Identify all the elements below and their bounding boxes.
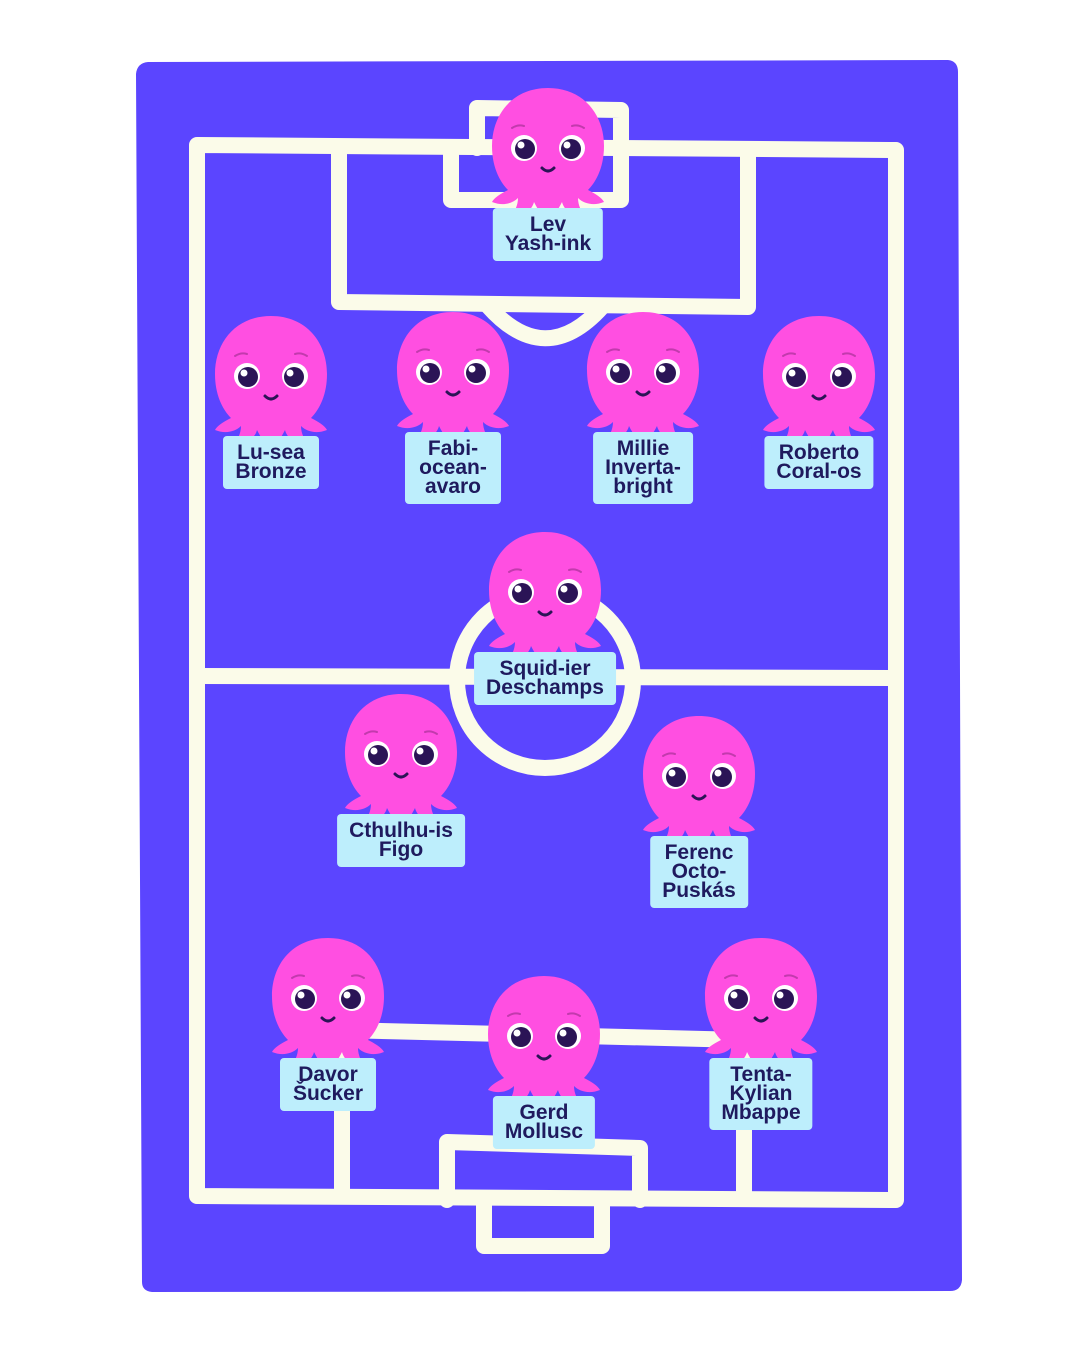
player-name-line: Roberto xyxy=(778,441,860,464)
player-name-line: Deschamps xyxy=(486,676,604,699)
player-name-line: Ferenc xyxy=(664,841,734,864)
player-name-line: Coral-os xyxy=(776,460,862,483)
player-name-line: Gerd xyxy=(519,1101,569,1124)
octopus-icon xyxy=(343,692,459,826)
octopus-icon xyxy=(761,314,877,448)
player-name-card: Ferenc Octo- Puskás xyxy=(650,836,748,908)
player-name-line: Tenta- xyxy=(730,1063,792,1086)
player-name-card: Davor Šucker xyxy=(280,1058,376,1111)
player-name-card: Cthulhu-is Figo xyxy=(337,814,465,867)
player-name-line: Fabi- xyxy=(427,437,479,460)
octopus-icon xyxy=(213,314,329,448)
player-name-line: ocean- xyxy=(419,456,487,479)
player-name-line: Figo xyxy=(378,838,424,861)
octopus-icon xyxy=(703,936,819,1070)
player-name-card: Tenta- Kylian Mbappe xyxy=(709,1058,813,1130)
octopus-icon xyxy=(490,86,606,220)
player-name-line: avaro xyxy=(424,475,482,498)
player-name-line: Yash-ink xyxy=(504,232,592,255)
player-name-line: Millie xyxy=(616,437,670,460)
player-name-card: Fabi- ocean- avaro xyxy=(405,432,501,504)
player-name-line: Šucker xyxy=(292,1082,364,1105)
player-name-card: Roberto Coral-os xyxy=(764,436,874,489)
octopus-icon xyxy=(585,310,701,444)
player-name-card: Lev Yash-ink xyxy=(492,208,604,261)
player-name-line: Lu-sea xyxy=(237,441,305,464)
octopus-icon xyxy=(486,974,602,1108)
bottom-goal xyxy=(476,1192,610,1254)
player-name-line: bright xyxy=(613,475,673,498)
top-goal-box xyxy=(443,100,629,208)
player-name-card: Millie Inverta- bright xyxy=(593,432,693,504)
player-name-line: Squid-ier xyxy=(499,657,591,680)
player-name-card: Lu-sea Bronze xyxy=(223,436,319,489)
player-name-line: Puskás xyxy=(662,879,736,902)
player-name-line: Cthulhu-is xyxy=(349,819,453,842)
player-name-line: Octo- xyxy=(671,860,727,883)
player-name-line: Bronze xyxy=(235,460,307,483)
player-name-line: Lev xyxy=(529,213,567,236)
player-name-card: Gerd Mollusc xyxy=(492,1096,596,1149)
player-name-card: Squid-ier Deschamps xyxy=(474,652,616,705)
octopus-icon xyxy=(270,936,386,1070)
player-name-line: Kylian xyxy=(729,1082,793,1105)
player-name-line: Mollusc xyxy=(504,1120,584,1143)
player-name-line: Mbappe xyxy=(721,1101,801,1124)
octopus-icon xyxy=(487,530,603,664)
player-name-line: Inverta- xyxy=(605,456,681,479)
octopus-icon xyxy=(395,310,511,444)
player-name-line: Davor xyxy=(298,1063,358,1086)
pitch-outline xyxy=(189,137,904,1208)
top-penalty-box xyxy=(331,142,756,315)
octopus-icon xyxy=(641,714,757,848)
top-penalty-arc xyxy=(480,298,610,347)
